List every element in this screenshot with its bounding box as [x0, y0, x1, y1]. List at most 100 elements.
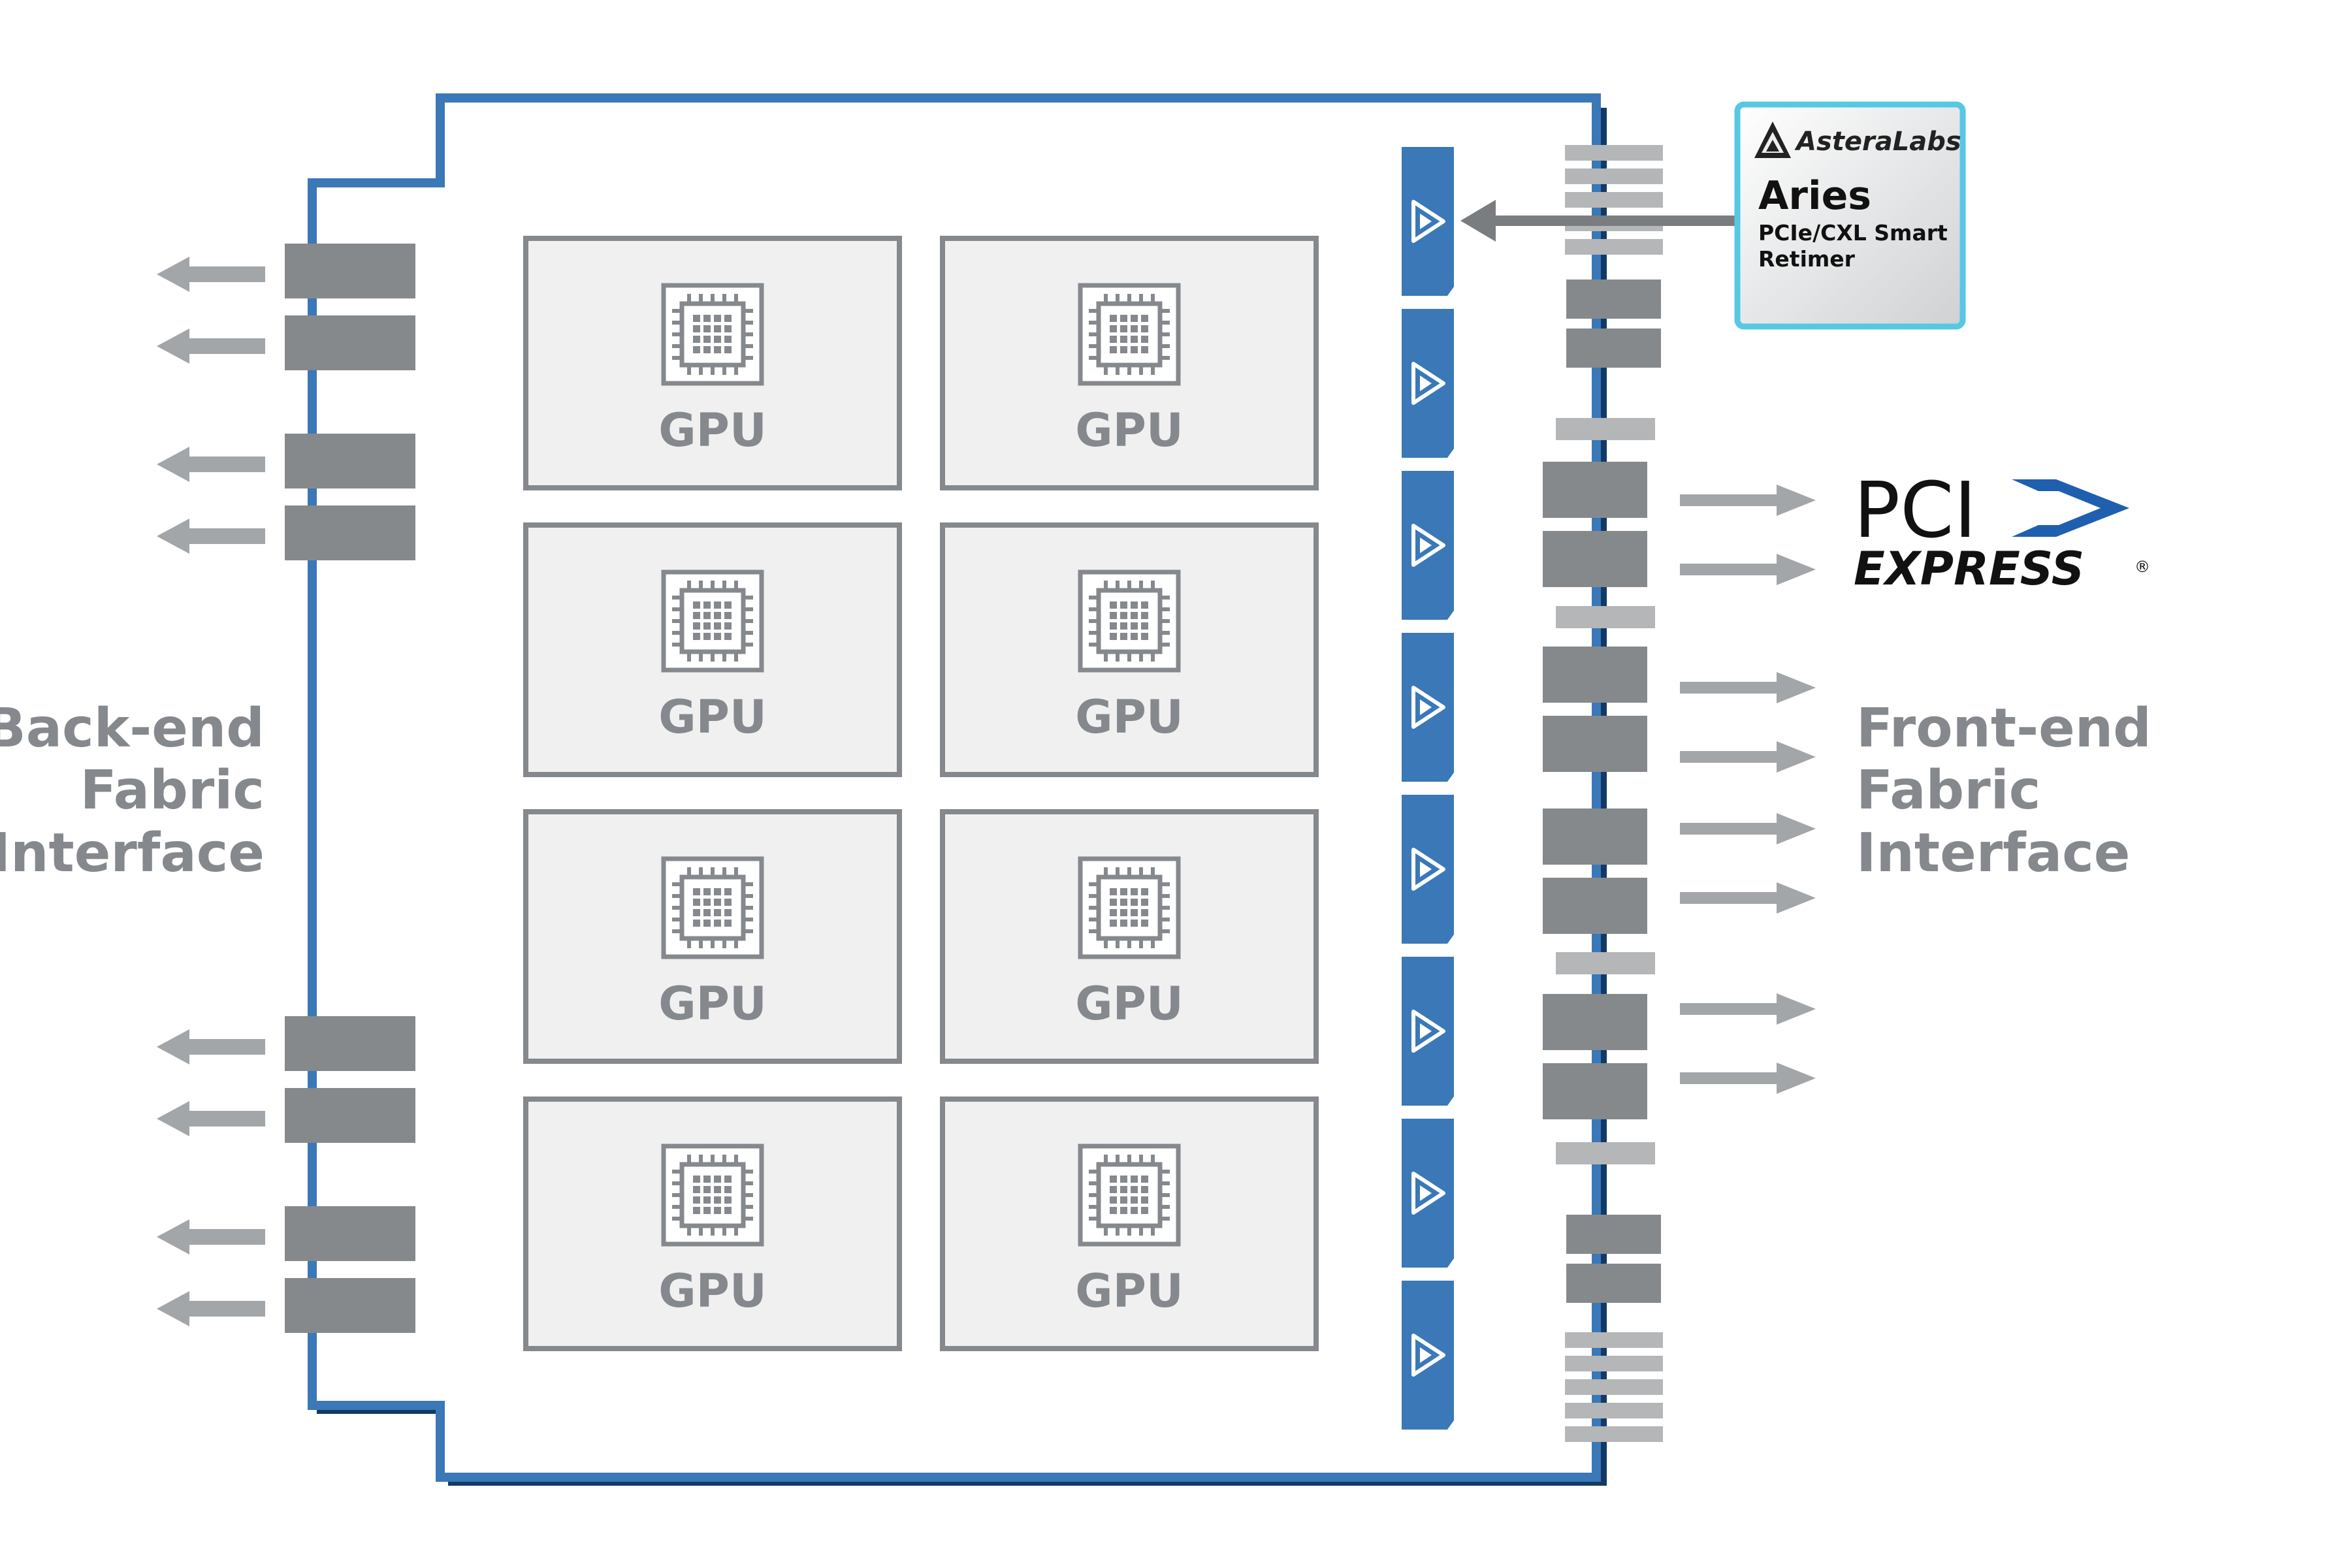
arrow-icon — [1680, 485, 1816, 516]
aries-retimer — [1402, 795, 1454, 944]
front-end-label-line1: Front-end — [1856, 697, 2151, 760]
connector-port — [1566, 1264, 1661, 1303]
gpu-module: GPU — [940, 522, 1319, 777]
connector-pin — [1565, 1356, 1663, 1371]
connector-port — [1566, 328, 1661, 368]
connector-port — [285, 315, 415, 370]
connector-pin — [1556, 418, 1655, 440]
retimer-strip — [1402, 147, 1454, 1430]
connector-port — [1543, 994, 1647, 1050]
aries-retimer — [1402, 633, 1454, 782]
gpu-module-frame — [940, 1096, 1319, 1351]
retimer-card: AsteraLabs Aries PCIe/CXL Smart Retimer — [1734, 101, 1966, 330]
front-end-connectors — [1543, 145, 1663, 1442]
gpu-chip-icon — [661, 1144, 764, 1247]
arrow-icon — [1460, 200, 1496, 242]
pcie-logo-bottom: EXPRESS — [1854, 542, 2084, 596]
retimer-card-line2: Retimer — [1758, 246, 1856, 272]
gpu-chip-icon — [661, 569, 764, 673]
aries-retimer — [1402, 147, 1454, 296]
gpu-chip-icon — [1078, 569, 1181, 673]
arrow-icon — [157, 257, 265, 292]
arrow-icon — [157, 1029, 265, 1064]
gpu-module: GPU — [523, 809, 902, 1064]
aries-retimer-icon — [1411, 200, 1445, 243]
arrow-icon — [1680, 993, 1816, 1025]
gpu-grid: GPU GPU GPU GPU GPU GPU GPU GPU — [523, 236, 1319, 1351]
arrow-icon — [1680, 882, 1816, 914]
arrow-icon — [1680, 672, 1816, 703]
back-end-arrows — [157, 257, 265, 1326]
back-end-label-line2: Fabric — [80, 760, 265, 822]
retimer-callout-arrow — [1460, 200, 1739, 242]
gpu-module: GPU — [940, 1096, 1319, 1351]
connector-port — [285, 1088, 415, 1143]
connector-pin — [1556, 1142, 1655, 1164]
retimer-card-product: Aries — [1758, 173, 1871, 219]
gpu-label: GPU — [658, 690, 767, 744]
aries-retimer-icon — [1411, 1172, 1445, 1215]
connector-pin — [1565, 168, 1663, 184]
aries-retimer-icon — [1411, 848, 1445, 891]
pcie-logo: PCI EXPRESS ® — [1854, 465, 2150, 596]
connector-port — [1566, 1215, 1661, 1254]
gpu-label: GPU — [1075, 1264, 1184, 1318]
connector-port — [1543, 462, 1647, 518]
connector-port — [285, 1278, 415, 1333]
connector-pin — [1565, 1332, 1663, 1348]
retimer-card-brand: AsteraLabs — [1794, 127, 1961, 157]
gpu-chip-icon — [661, 283, 764, 386]
arrow-icon — [157, 519, 265, 554]
aries-retimer — [1402, 309, 1454, 458]
arrow-icon — [1680, 554, 1816, 585]
gpu-chip-icon — [661, 856, 764, 959]
connector-pin — [1556, 606, 1655, 628]
connector-pin — [1565, 145, 1663, 161]
gpu-module: GPU — [523, 1096, 902, 1351]
connector-port — [285, 1206, 415, 1261]
connector-port — [285, 434, 415, 488]
retimer-card-frame — [1734, 101, 1966, 330]
front-end-label-line2: Fabric — [1856, 760, 2040, 822]
arrow-icon — [157, 447, 265, 482]
connector-port — [285, 505, 415, 560]
gpu-module: GPU — [940, 809, 1319, 1064]
front-end-label-line3: Interface — [1856, 822, 2130, 884]
back-end-label-line1: Back-end — [0, 697, 265, 760]
aries-retimer — [1402, 1281, 1454, 1430]
gpu-module: GPU — [523, 522, 902, 777]
connector-pin — [1556, 952, 1655, 974]
connector-port — [1543, 878, 1647, 934]
back-end-label: Back-end Fabric Interface — [0, 697, 265, 884]
aries-retimer-icon — [1411, 524, 1445, 567]
connector-port — [1543, 808, 1647, 865]
front-end-label: Front-end Fabric Interface — [1856, 697, 2151, 884]
pcie-chevron-icon — [2012, 479, 2129, 537]
aries-retimer — [1402, 957, 1454, 1106]
arrow-icon — [157, 1291, 265, 1326]
gpu-module: GPU — [940, 236, 1319, 490]
asteralabs-logo-icon — [1754, 121, 1791, 158]
callout-line — [1490, 216, 1739, 226]
aries-retimer-icon — [1411, 1010, 1445, 1053]
arrow-icon — [1680, 1063, 1816, 1094]
connector-port — [285, 244, 415, 298]
gpu-label: GPU — [1075, 977, 1184, 1031]
gpu-label: GPU — [658, 977, 767, 1031]
connector-port — [1543, 716, 1647, 772]
arrow-icon — [1680, 741, 1816, 773]
arrow-icon — [1680, 813, 1816, 844]
connector-port — [1543, 1063, 1647, 1119]
arrow-icon — [157, 1101, 265, 1136]
gpu-label: GPU — [658, 404, 767, 457]
connector-port — [1566, 280, 1661, 319]
gpu-label: GPU — [1075, 404, 1184, 457]
connector-port — [285, 1016, 415, 1071]
arrow-icon — [157, 1219, 265, 1255]
arrow-icon — [157, 328, 265, 364]
connector-port — [1543, 531, 1647, 587]
gpu-chip-icon — [1078, 283, 1181, 386]
back-end-label-line3: Interface — [0, 822, 265, 884]
connector-pin — [1565, 1403, 1663, 1418]
gpu-module: GPU — [523, 236, 902, 490]
